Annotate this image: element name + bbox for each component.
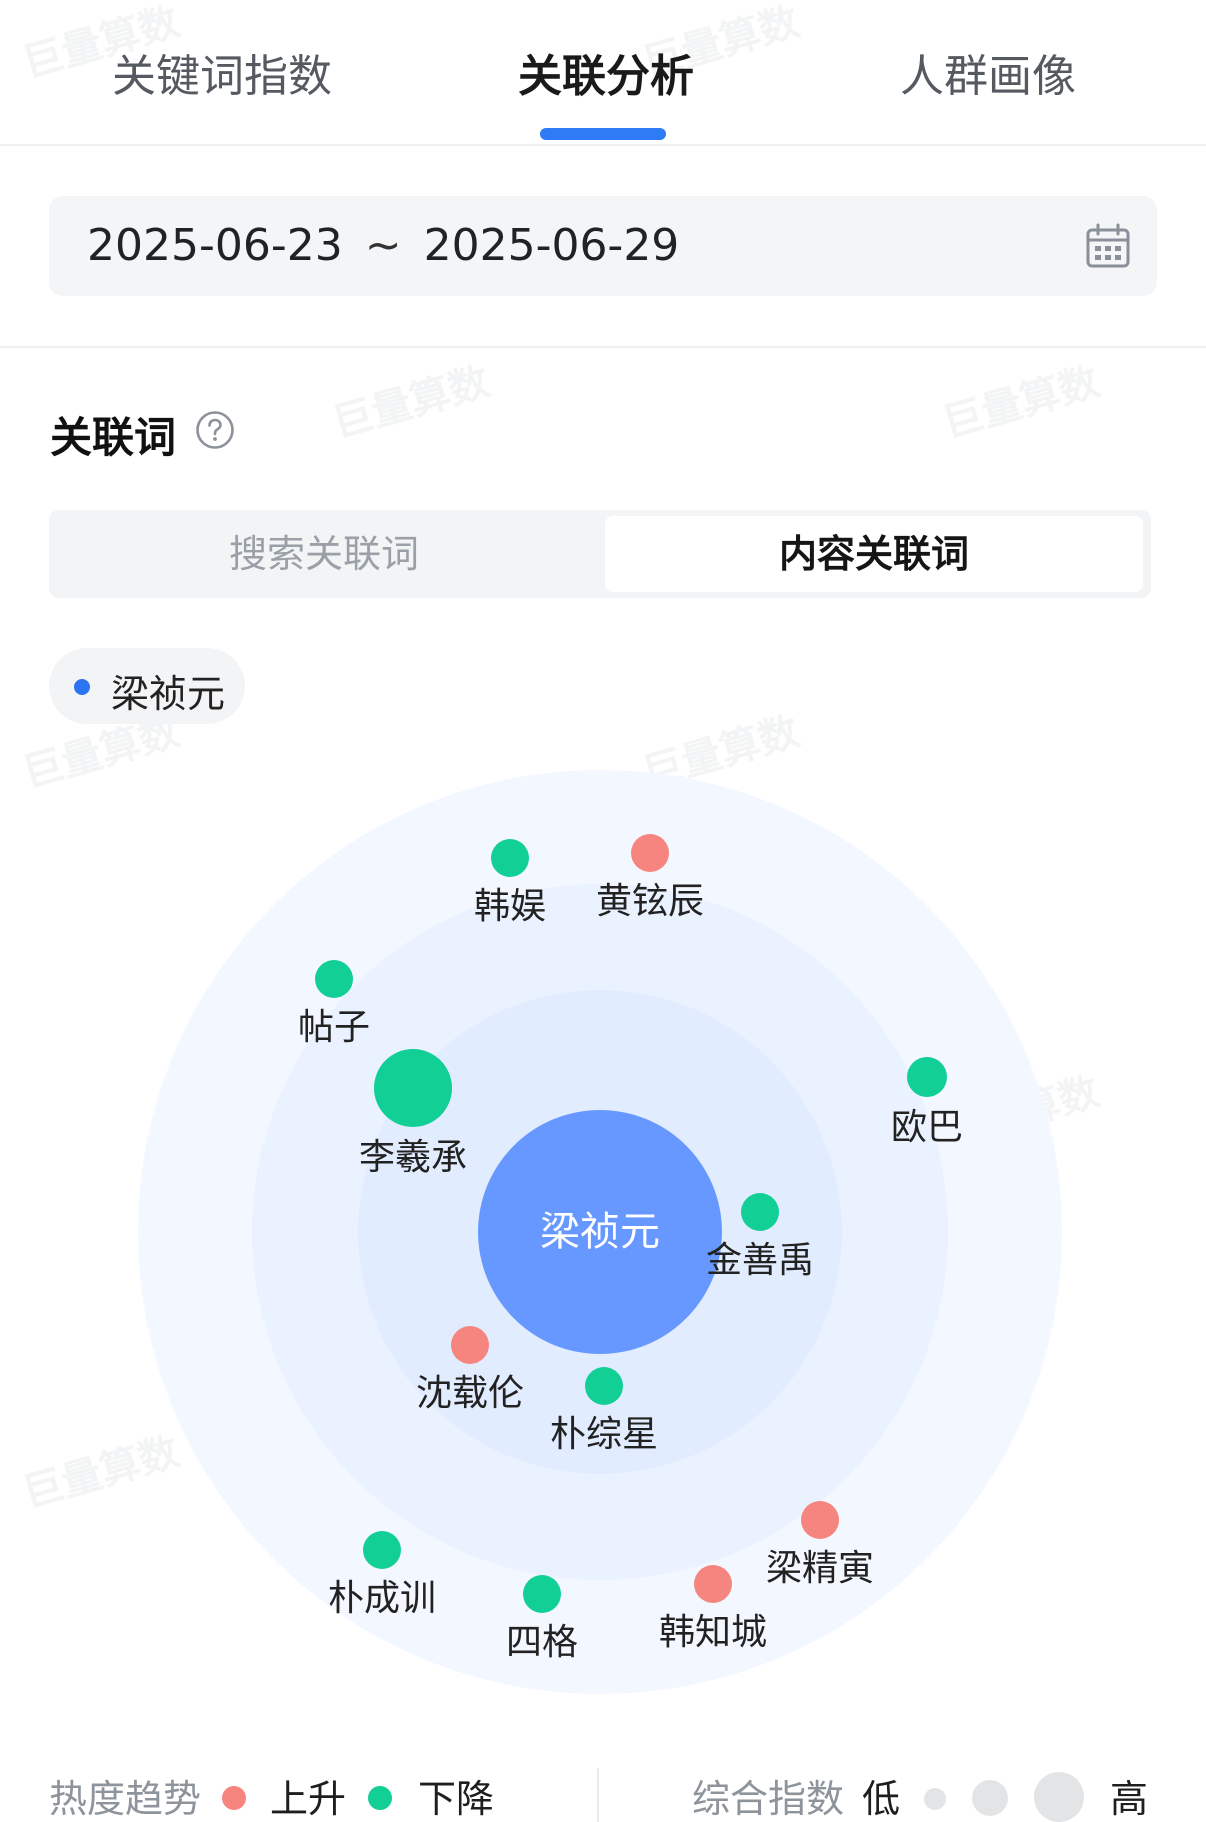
- node-label: 朴综星: [550, 1414, 658, 1455]
- active-tab-indicator: [540, 128, 666, 140]
- watermark: 巨量算数: [327, 358, 495, 448]
- node-dot: [585, 1367, 623, 1405]
- legend-up-dot: [222, 1786, 246, 1810]
- node-dot: [451, 1326, 489, 1364]
- keyword-chip[interactable]: 梁祯元: [49, 648, 245, 724]
- segment-content-keywords[interactable]: 内容关联词: [605, 516, 1143, 592]
- calendar-icon[interactable]: [1085, 223, 1131, 269]
- node-label: 李羲承: [359, 1137, 467, 1178]
- node-dot: [374, 1049, 452, 1127]
- node-label: 韩娱: [474, 886, 546, 927]
- legend-up-label: 上升: [270, 1777, 347, 1821]
- node-jin-shanyu[interactable]: 金善禹: [706, 1193, 814, 1281]
- legend-down-label: 下降: [418, 1777, 495, 1821]
- index-legend-title: 综合指数: [692, 1777, 845, 1821]
- section-divider: [0, 346, 1206, 348]
- watermark: 巨量算数: [937, 358, 1105, 448]
- node-dot: [315, 960, 353, 998]
- node-dot: [631, 834, 669, 872]
- node-label: 韩知城: [659, 1612, 767, 1653]
- chip-dot: [74, 679, 90, 695]
- center-node[interactable]: [478, 1110, 722, 1354]
- tab-audience-profile[interactable]: 人群画像: [900, 51, 1076, 102]
- segment-search-keywords[interactable]: 搜索关联词: [228, 532, 419, 576]
- node-dot: [907, 1057, 947, 1097]
- legend-down-dot: [368, 1786, 392, 1810]
- tab-keyword-index[interactable]: 关键词指数: [112, 51, 332, 102]
- keyword-type-segment: 搜索关联词 内容关联词: [49, 510, 1151, 598]
- legend-low-label: 低: [862, 1777, 901, 1821]
- legend-size-large-dot: [1034, 1772, 1084, 1822]
- node-dot: [694, 1565, 732, 1603]
- legend-size-medium-dot: [972, 1780, 1008, 1816]
- chip-label: 梁祯元: [111, 672, 226, 716]
- node-label: 黄铉辰: [596, 881, 704, 922]
- date-start: 2025-06-23: [87, 220, 343, 271]
- center-node-label: 梁祯元: [540, 1209, 660, 1255]
- node-label: 朴成训: [328, 1578, 436, 1619]
- node-label: 沈载伦: [416, 1373, 524, 1414]
- node-label: 四格: [506, 1622, 578, 1663]
- node-liang-jingyin[interactable]: 梁精寅: [766, 1501, 874, 1589]
- node-hanyu[interactable]: 韩娱: [474, 839, 546, 927]
- node-label: 帖子: [298, 1007, 370, 1048]
- date-range-picker[interactable]: 2025-06-23 ~2025-06-29: [49, 196, 1157, 296]
- node-dot: [363, 1531, 401, 1569]
- node-li-xicheng[interactable]: 李羲承: [359, 1049, 467, 1178]
- node-ouba[interactable]: 欧巴: [891, 1057, 963, 1148]
- graph-legend: 热度趋势 上升 下降 综合指数 低 高: [0, 1760, 1206, 1822]
- node-sige[interactable]: 四格: [506, 1575, 578, 1663]
- node-label: 梁精寅: [766, 1548, 874, 1589]
- node-dot: [523, 1575, 561, 1613]
- node-dot: [491, 839, 529, 877]
- node-huang-xuanchen[interactable]: 黄铉辰: [596, 834, 704, 922]
- section-title: 关联词: [50, 413, 177, 462]
- node-dot: [741, 1193, 779, 1231]
- node-pu-zongxing[interactable]: 朴综星: [550, 1367, 658, 1455]
- legend-divider: [597, 1768, 599, 1822]
- node-tiezi[interactable]: 帖子: [298, 960, 370, 1048]
- node-dot: [801, 1501, 839, 1539]
- node-label: 金善禹: [706, 1240, 814, 1281]
- date-end: 2025-06-29: [423, 220, 680, 271]
- date-range-text: 2025-06-23 ~2025-06-29: [87, 220, 679, 271]
- node-shen-zailun[interactable]: 沈载伦: [416, 1326, 524, 1414]
- association-graph: 梁祯元 韩娱 黄铉辰 帖子 欧巴 李羲承 金善禹 沈载伦 朴综星 梁精寅 韩知城: [138, 770, 1062, 1694]
- legend-high-label: 高: [1110, 1777, 1149, 1821]
- trend-legend-title: 热度趋势: [49, 1777, 202, 1821]
- date-separator: ~: [364, 220, 402, 271]
- legend-size-small-dot: [924, 1788, 946, 1810]
- node-pu-chengxun[interactable]: 朴成训: [328, 1531, 436, 1619]
- tab-association-analysis[interactable]: 关联分析: [518, 51, 694, 102]
- node-label: 欧巴: [891, 1107, 963, 1148]
- tab-bar: 关键词指数 关联分析 人群画像: [0, 0, 1206, 146]
- question-circle-icon[interactable]: [195, 410, 235, 450]
- node-han-zhicheng[interactable]: 韩知城: [659, 1565, 767, 1653]
